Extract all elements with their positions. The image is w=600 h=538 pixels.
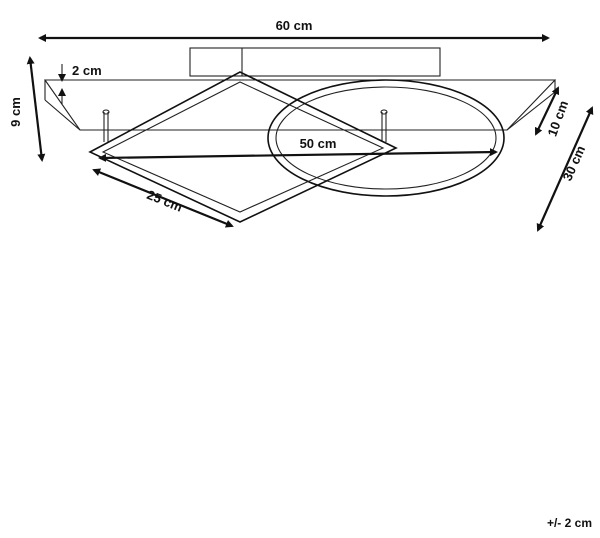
mount-box — [189, 47, 441, 77]
ring-light — [267, 79, 505, 197]
dim-diagonal-length: 50 cm — [98, 136, 498, 162]
dim-plate-depth: 10 cm — [534, 86, 571, 139]
dim-total-width-label: 60 cm — [276, 18, 313, 33]
dim-total-width: 60 cm — [38, 18, 550, 42]
dim-diagonal-length-label: 50 cm — [300, 136, 337, 151]
mounting-rod-left — [102, 109, 110, 142]
mounting-rod-right — [380, 109, 388, 142]
dim-ring-diameter-label: 30 cm — [560, 143, 589, 183]
square-frame-light — [88, 71, 398, 223]
canopy-plate — [43, 79, 557, 131]
dim-total-height: 9 cm — [8, 56, 46, 162]
dim-plate-depth-label: 10 cm — [544, 99, 571, 139]
tolerance-note: +/- 2 cm — [546, 516, 592, 530]
dim-square-side-label: 25 cm — [145, 187, 185, 215]
dim-total-height-label: 9 cm — [8, 97, 23, 127]
dim-plate-thickness-label: 2 cm — [72, 63, 102, 78]
dim-plate-thickness: 2 cm — [58, 63, 102, 104]
canopy-plate-edge-bottom — [44, 99, 81, 131]
lamp-body — [43, 47, 557, 223]
